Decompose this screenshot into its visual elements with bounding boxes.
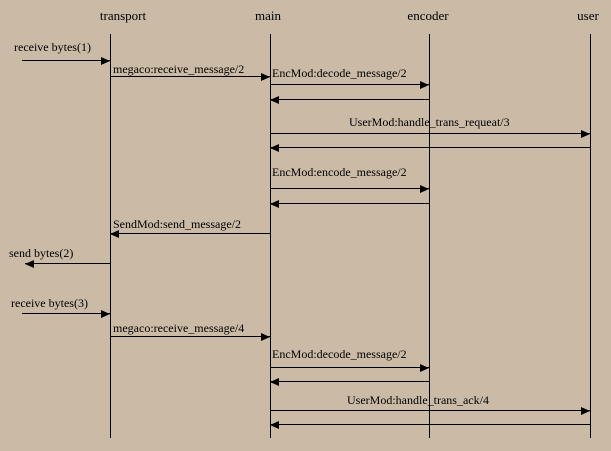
arrowhead-icon-encmod-decode-message-2-return-1 — [270, 96, 279, 104]
message-line-sendmod-send-message-2 — [110, 233, 270, 234]
message-line-encmod-decode-message-2-call-1 — [270, 84, 429, 85]
message-line-usermod-handle-trans-ack-4-call — [270, 410, 590, 411]
message-label-receive-bytes-1: receive bytes(1) — [14, 40, 91, 54]
message-line-receive-bytes-3 — [22, 313, 110, 314]
participant-label-main: main — [255, 8, 281, 23]
arrowhead-icon-usermod-handle-trans-requeat-3-return — [270, 144, 279, 152]
message-line-receive-bytes-1 — [22, 60, 110, 61]
lifeline-main — [270, 34, 271, 438]
message-label-megaco-receive-message-4: megaco:receive_message/4 — [113, 321, 245, 335]
participant-label-encoder: encoder — [407, 8, 449, 23]
message-label-send-bytes-2: send bytes(2) — [9, 246, 74, 260]
message-line-usermod-handle-trans-requeat-3-call — [270, 133, 590, 134]
message-line-encmod-encode-message-2-call — [270, 188, 429, 189]
arrowhead-icon-send-bytes-2 — [25, 260, 34, 268]
message-label-encmod-encode-message-2-call: EncMod:encode_message/2 — [272, 165, 407, 179]
arrowhead-icon-encmod-decode-message-2-call-1 — [420, 81, 429, 89]
lifeline-encoder — [429, 34, 430, 438]
message-label-encmod-decode-message-2-call-2: EncMod:decode_message/2 — [272, 347, 407, 361]
message-label-sendmod-send-message-2: SendMod:send_message/2 — [113, 217, 241, 231]
message-label-receive-bytes-3: receive bytes(3) — [11, 296, 88, 310]
message-line-megaco-receive-message-4 — [110, 336, 270, 337]
participant-label-user: user — [577, 8, 599, 23]
message-line-encmod-decode-message-2-return-1 — [270, 99, 429, 100]
arrowhead-icon-usermod-handle-trans-ack-4-return — [270, 421, 279, 429]
arrowhead-icon-receive-bytes-1 — [101, 57, 110, 65]
arrowhead-icon-encmod-encode-message-2-call — [420, 185, 429, 193]
message-line-megaco-receive-message-2 — [110, 76, 270, 77]
message-line-usermod-handle-trans-requeat-3-return — [270, 147, 590, 148]
message-line-encmod-decode-message-2-return-2 — [270, 381, 429, 382]
arrowhead-icon-receive-bytes-3 — [101, 310, 110, 318]
message-label-usermod-handle-trans-requeat-3-call: UserMod:handle_trans_requeat/3 — [349, 115, 510, 129]
message-line-encmod-decode-message-2-call-2 — [270, 367, 429, 368]
message-line-usermod-handle-trans-ack-4-return — [270, 424, 590, 425]
arrowhead-icon-megaco-receive-message-4 — [261, 333, 270, 341]
arrowhead-icon-encmod-decode-message-2-call-2 — [420, 364, 429, 372]
lifeline-user — [590, 34, 591, 438]
arrowhead-icon-sendmod-send-message-2 — [110, 230, 119, 238]
message-label-encmod-decode-message-2-call-1: EncMod:decode_message/2 — [272, 66, 407, 80]
message-line-send-bytes-2 — [25, 263, 110, 264]
message-label-usermod-handle-trans-ack-4-call: UserMod:handle_trans_ack/4 — [347, 393, 489, 407]
arrowhead-icon-encmod-decode-message-2-return-2 — [270, 378, 279, 386]
arrowhead-icon-usermod-handle-trans-requeat-3-call — [581, 130, 590, 138]
arrowhead-icon-usermod-handle-trans-ack-4-call — [581, 407, 590, 415]
arrowhead-icon-megaco-receive-message-2 — [261, 73, 270, 81]
message-line-encmod-encode-message-2-return — [270, 203, 429, 204]
arrowhead-icon-encmod-encode-message-2-return — [270, 200, 279, 208]
participant-label-transport: transport — [99, 8, 147, 23]
message-label-megaco-receive-message-2: megaco:receive_message/2 — [113, 62, 245, 76]
